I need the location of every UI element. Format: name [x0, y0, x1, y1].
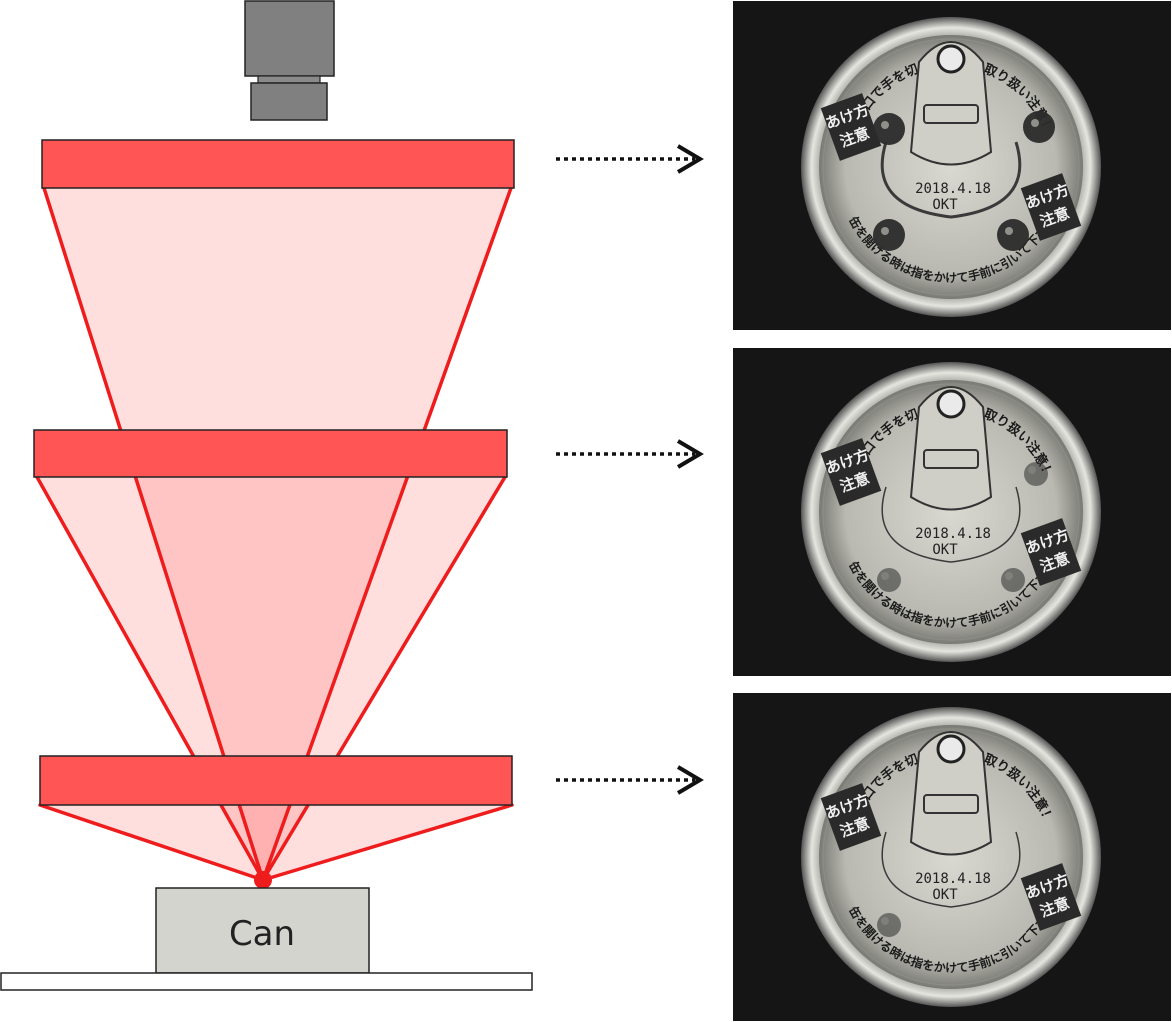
- camera-body: [244, 0, 335, 77]
- pull-tab: [909, 731, 993, 856]
- dotted-arrow-icon: [556, 144, 704, 174]
- print-code: OKT: [932, 887, 958, 903]
- camera-icon: [244, 0, 335, 121]
- print-date: 2018.4.18: [915, 871, 991, 887]
- can-photo: 切り口で手を切らないよう取り扱い注意！缶を開ける時は指をかけて手前に引いて下さい…: [733, 1, 1171, 330]
- tab-rivet: [936, 734, 966, 764]
- light-beams: [35, 186, 514, 889]
- can-photo: 切り口で手を切らないよう取り扱い注意！缶を開ける時は指をかけて手前に引いて下さい…: [733, 693, 1171, 1021]
- beam-bottom-edge-right: [261, 803, 514, 882]
- print-date: 2018.4.18: [915, 181, 991, 197]
- beam-middle: [37, 477, 505, 880]
- print-date: 2018.4.18: [915, 526, 991, 542]
- led-reflection: [1001, 568, 1025, 592]
- dotted-arrow-icon: [556, 439, 704, 469]
- ring-lights: [33, 139, 515, 806]
- beam-middle-edge-right: [261, 475, 507, 882]
- led-reflection: [1023, 111, 1055, 143]
- platform: [0, 972, 533, 991]
- can-lid: 切り口で手を切らないよう取り扱い注意！缶を開ける時は指をかけて手前に引いて下さい…: [801, 362, 1101, 662]
- print-code: OKT: [932, 197, 958, 213]
- led-reflection: [877, 568, 901, 592]
- tab-rivet: [936, 389, 966, 419]
- can-box: [155, 887, 370, 974]
- camera-neck: [257, 75, 321, 84]
- light-bar-top: [41, 139, 515, 189]
- can-lid: 切り口で手を切らないよう取り扱い注意！缶を開ける時は指をかけて手前に引いて下さい…: [801, 707, 1101, 1007]
- pull-tab: [909, 386, 993, 511]
- beam-top: [44, 188, 511, 880]
- pull-tab: [909, 41, 993, 166]
- print-code: OKT: [932, 542, 958, 558]
- can-label: Can: [229, 914, 295, 954]
- led-reflection: [873, 113, 905, 145]
- can-photo: 切り口で手を切らないよう取り扱い注意！缶を開ける時は指をかけて手前に引いて下さい…: [733, 348, 1171, 676]
- led-reflection: [873, 219, 905, 251]
- dotted-arrow-icon: [556, 765, 704, 795]
- light-bar-middle: [33, 429, 508, 478]
- led-reflection: [877, 913, 901, 937]
- led-reflection: [1024, 462, 1048, 486]
- can-lid: 切り口で手を切らないよう取り扱い注意！缶を開ける時は指をかけて手前に引いて下さい…: [801, 17, 1101, 317]
- light-bar-bottom: [39, 755, 513, 806]
- beam-focus-point: [254, 871, 272, 889]
- beam-middle-edge-left: [35, 475, 265, 882]
- beam-bottom-edge-left: [38, 803, 265, 882]
- tab-rivet: [936, 44, 966, 74]
- led-reflection: [997, 219, 1029, 251]
- camera-lens: [250, 82, 328, 121]
